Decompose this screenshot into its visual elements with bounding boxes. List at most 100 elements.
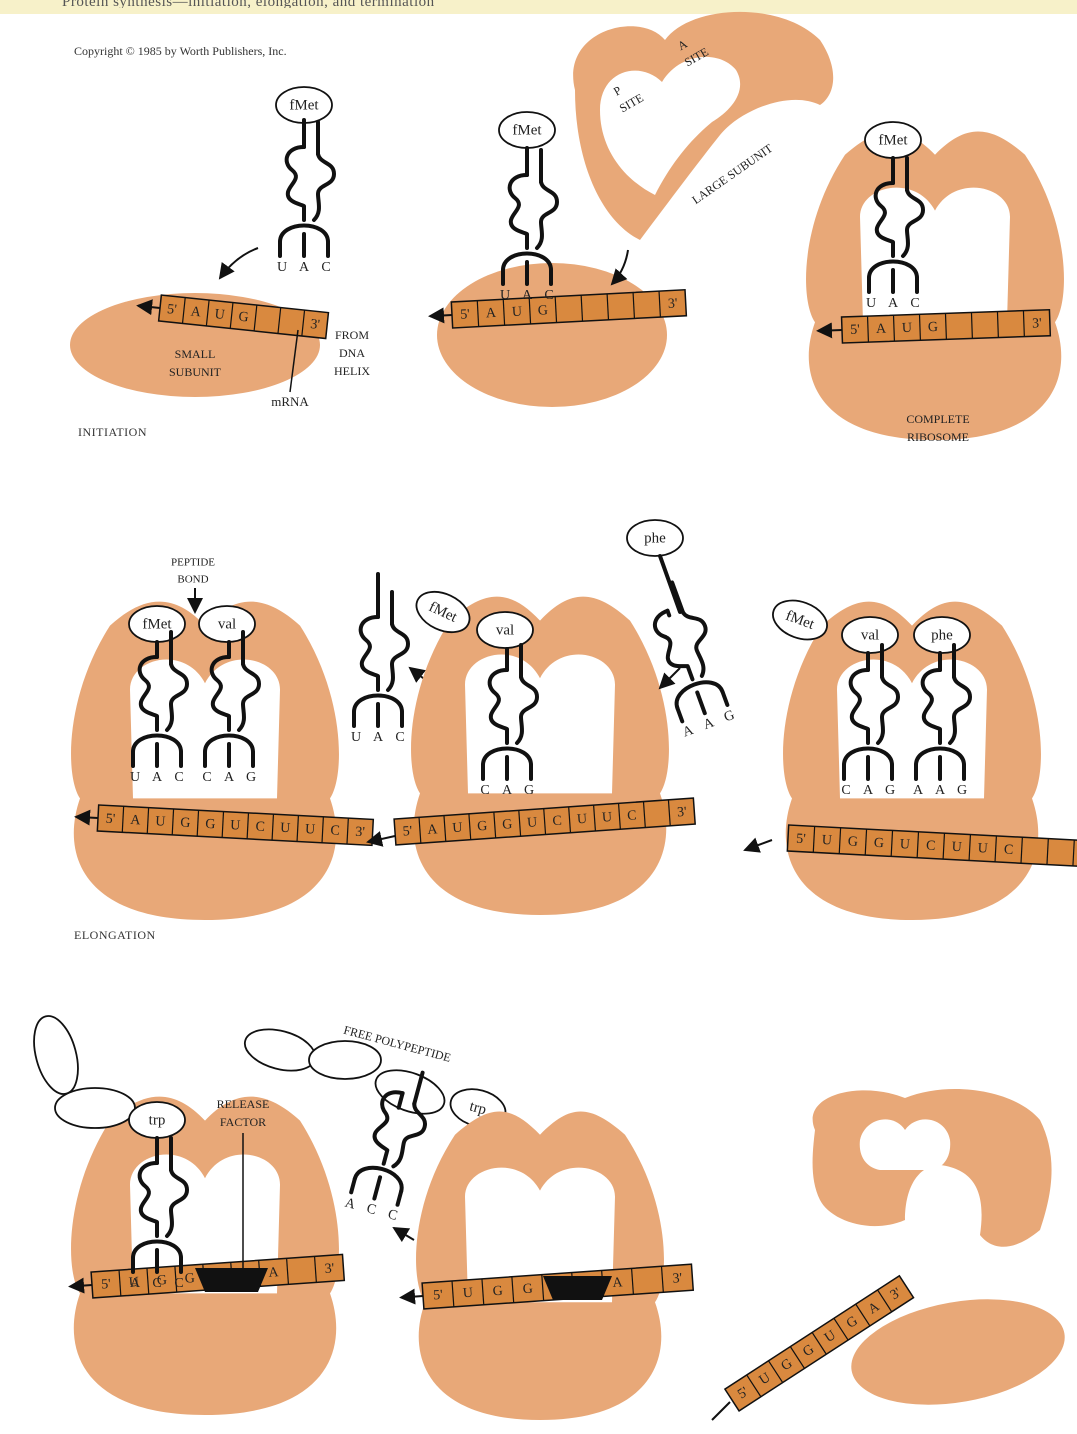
mrna-base-U: U: [527, 815, 538, 831]
amino-acid-label-trp: trp: [149, 1112, 166, 1128]
mrna-base-5': 5': [101, 1277, 112, 1293]
arrow-to-elong-2: [745, 840, 772, 850]
release-factor-label: FACTOR: [220, 1115, 266, 1129]
anticodon-base-C: C: [174, 770, 183, 785]
amino-acid-fmet: fMet: [276, 87, 332, 123]
amino-acid-val-3: val: [842, 617, 898, 653]
anticodon-base-U: U: [277, 260, 287, 275]
mrna-base-5': 5': [460, 307, 470, 322]
amino-acid-phe: phe: [627, 520, 683, 556]
mrna-base-U: U: [977, 841, 988, 857]
anticodon-base-C: C: [202, 770, 211, 785]
release-factor-block-2: [543, 1276, 612, 1300]
free-polypeptide-oval-1: [240, 1022, 319, 1077]
mrna-base-C: C: [627, 808, 637, 824]
trna-released-uac: UAC: [351, 574, 408, 745]
anticodon-base-A: A: [152, 770, 163, 785]
mrna-base-3': 3': [355, 825, 365, 840]
mrna-base-C: C: [926, 838, 936, 853]
anticodon-base-A: A: [502, 783, 513, 798]
trna-right-arm: [388, 624, 408, 690]
mrna-base-U: U: [462, 1286, 473, 1302]
mrna-base-3': 3': [677, 805, 688, 821]
small-subunit-label: SUBUNIT: [169, 365, 222, 379]
arrow-trna-released-term: [394, 1228, 414, 1240]
amino-acid-label-fMet: fMet: [289, 97, 319, 113]
mrna-base-3': 3': [310, 317, 321, 333]
mrna-base-U: U: [899, 837, 910, 853]
mrna-tail-line: [712, 1402, 730, 1420]
mrna-base-C: C: [255, 819, 265, 834]
from-dna-label: HELIX: [334, 364, 370, 378]
mrna-direction-arrow: [401, 1296, 423, 1298]
mrna-base-U: U: [155, 814, 166, 830]
amino-acid-label-val: val: [218, 616, 236, 632]
peptide-bond-label: PEPTIDE: [171, 557, 215, 569]
mrna-base-G: G: [537, 303, 548, 319]
mrna-base-A: A: [876, 322, 888, 337]
mrna-base-G: G: [873, 836, 884, 852]
mrna-base-U: U: [601, 810, 612, 826]
release-factor-label: RELEASE: [217, 1097, 270, 1111]
trna-left-arm: [287, 147, 304, 220]
mrna-base-G: G: [847, 834, 858, 850]
mrna-base-G: G: [502, 817, 513, 833]
peptide-bond-label: BOND: [177, 574, 208, 586]
complete-ribosome: [806, 132, 1064, 440]
ribosome-termination-1: [71, 1097, 339, 1415]
anticodon-base-C: C: [480, 783, 489, 798]
anticodon-base-C: C: [365, 1201, 378, 1218]
mrna-base-G: G: [238, 310, 250, 326]
trna-right-arm: [314, 154, 334, 220]
anticodon-base-U: U: [500, 288, 510, 303]
trna-right-arm: [537, 182, 557, 248]
trna-anticodon-legs: [354, 704, 402, 726]
anticodon-base-A: A: [299, 260, 310, 275]
mrna-base-G: G: [205, 817, 216, 833]
anticodon-base-G: G: [957, 783, 967, 798]
mrna-base-3': 3': [672, 1271, 683, 1287]
trna-left-arm: [361, 617, 378, 690]
anticodon-base-C: C: [841, 783, 850, 798]
mrna-base-G: G: [492, 1284, 503, 1300]
mrna-base-5': 5': [105, 812, 115, 827]
polypeptide-oval-1: [26, 1011, 85, 1099]
mrna-base-U: U: [951, 840, 962, 856]
amino-acid-label-phe: phe: [644, 530, 666, 546]
anticodon-base-C: C: [544, 288, 553, 303]
mrna-direction-arrow: [76, 817, 98, 818]
arrow-trna-to-small-subunit: [220, 248, 258, 278]
anticodon-base-G: G: [246, 770, 256, 785]
mrna-base-G: G: [184, 1271, 195, 1287]
complete-ribosome-label: RIBOSOME: [907, 430, 969, 444]
anticodon-base-A: A: [913, 783, 924, 798]
mrna-base-A: A: [427, 822, 439, 838]
mrna-base-5': 5': [796, 832, 806, 847]
mrna-base-5': 5': [850, 323, 860, 338]
amino-acid-fmet-4: fMet: [129, 606, 185, 642]
anticodon-base-G: G: [885, 783, 895, 798]
amino-acid-oval: [26, 1011, 85, 1099]
anticodon-base-C: C: [321, 260, 330, 275]
amino-acid-oval: [370, 1062, 451, 1122]
mrna-base-C: C: [330, 823, 340, 838]
anticodon-base-A: A: [224, 770, 235, 785]
ribosome-elongation-2: [411, 597, 669, 915]
mrna-base-U: U: [577, 812, 588, 828]
mrna-base-C: C: [1004, 843, 1014, 858]
arrow-phe-entering: [660, 668, 680, 688]
mrna-direction-arrow: [818, 330, 842, 331]
amino-acid-val: val: [199, 606, 255, 642]
amino-acid-label-fMet: fMet: [878, 132, 908, 148]
mrna-base-G: G: [477, 819, 488, 835]
anticodon-base-A: A: [863, 783, 874, 798]
anticodon-base-U: U: [130, 770, 140, 785]
mrna-base-U: U: [305, 822, 316, 838]
mrna-label: mRNA: [271, 394, 309, 409]
mrna-base-U: U: [902, 321, 913, 336]
mrna-base-U: U: [452, 821, 463, 837]
mrna-base-A: A: [130, 813, 142, 829]
mrna-base-3': 3': [668, 296, 678, 311]
amino-acid-oval: [309, 1041, 381, 1079]
